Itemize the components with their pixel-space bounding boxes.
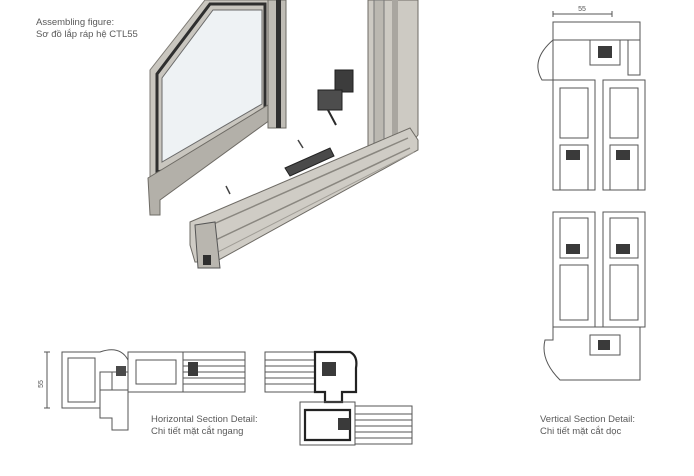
screw	[297, 139, 304, 149]
outer-frame-sill	[189, 127, 419, 263]
sill-gasket	[203, 255, 211, 265]
screw	[225, 185, 231, 195]
glass-pane	[161, 9, 263, 163]
horizontal-dimension-label: 55	[38, 380, 45, 388]
sill-line	[204, 147, 411, 246]
assembling-caption-vi: Sơ đồ lắp ráp hệ CTL55	[36, 29, 138, 40]
jamb-channel	[373, 0, 385, 151]
sill-line	[209, 151, 415, 257]
assembling-caption-en: Assembling figure:	[36, 17, 115, 28]
lock-keeper	[284, 147, 335, 177]
vertical-section-drawing	[537, 11, 646, 381]
vertical-section-caption: Vertical Section Detail: Chi tiết mặt cắ…	[540, 414, 635, 438]
vertical-section-caption-vi: Chi tiết mặt cắt dọc	[540, 426, 622, 437]
vertical-dimension-label: 55	[578, 6, 586, 13]
horizontal-section-drawing	[44, 349, 413, 446]
horizontal-section-caption-vi: Chi tiết mặt cắt ngang	[151, 426, 244, 437]
hardware-part	[317, 69, 354, 126]
stile-gasket	[276, 0, 281, 128]
vertical-section-caption-en: Vertical Section Detail:	[540, 414, 636, 425]
horizontal-section-caption-en: Horizontal Section Detail:	[151, 414, 258, 425]
jamb-groove	[392, 0, 398, 140]
horizontal-section-caption: Horizontal Section Detail: Chi tiết mặt …	[151, 414, 258, 438]
sill-end-profile	[194, 221, 221, 269]
sill-line	[199, 137, 409, 231]
assembling-caption: Assembling figure: Sơ đồ lắp ráp hệ CTL5…	[36, 17, 138, 41]
assembly-illustration	[147, 0, 419, 269]
